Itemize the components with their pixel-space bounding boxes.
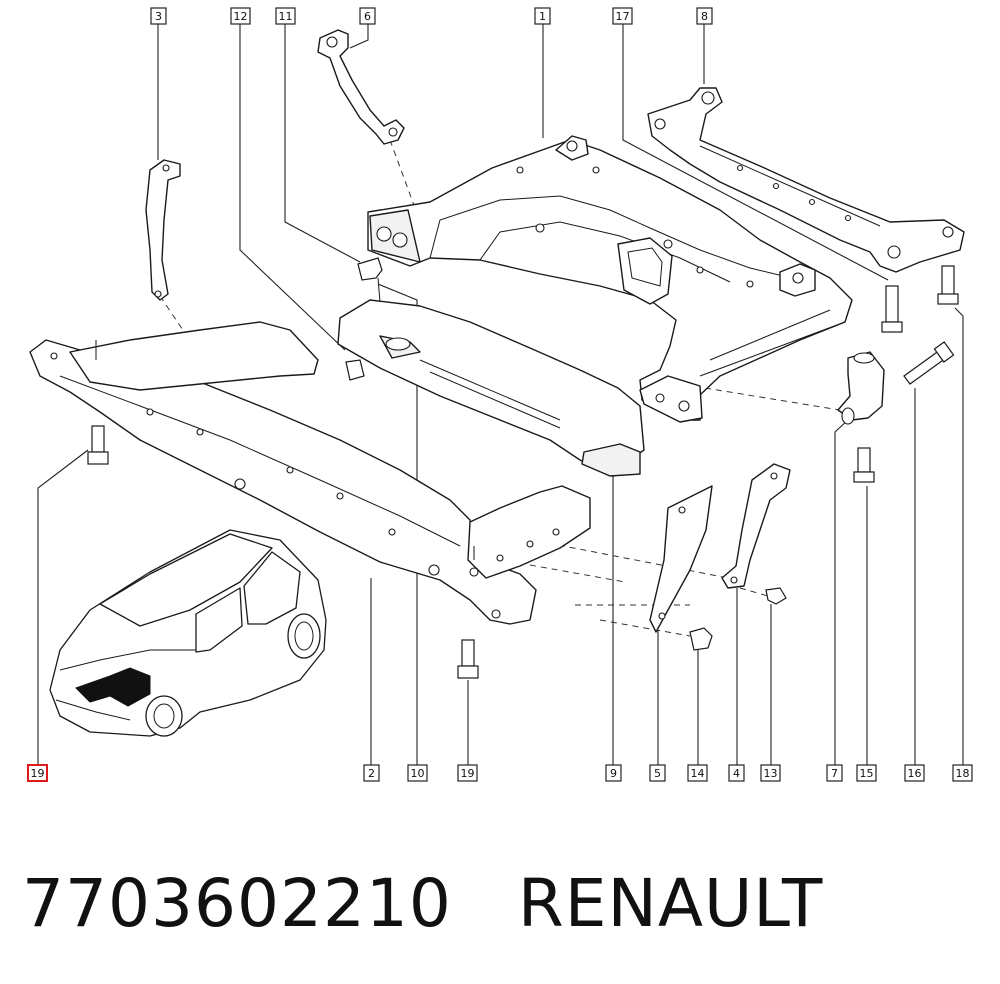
callout-1: 1	[534, 7, 551, 25]
part-6-link-rod	[317, 29, 405, 145]
callout-14: 14	[687, 764, 708, 782]
callout-2: 2	[363, 764, 380, 782]
callout-15: 15	[856, 764, 877, 782]
callout-11: 11	[275, 7, 296, 25]
part-1-subframe	[367, 135, 853, 423]
callouts-bottom: 19 2 10 19 9 5 14 4 13 7 15 16 18	[27, 764, 973, 782]
part-number: 7703602210	[22, 864, 452, 942]
svg-text:15: 15	[860, 767, 874, 780]
caption: 7703602210 RENAULT	[22, 858, 982, 948]
fasteners	[87, 257, 959, 679]
svg-text:1: 1	[539, 10, 546, 23]
part-5-bracket	[649, 485, 713, 633]
part-8-bracket-bar	[647, 87, 965, 273]
callout-12: 12	[230, 7, 251, 25]
svg-text:8: 8	[701, 10, 708, 23]
svg-text:3: 3	[155, 10, 162, 23]
callout-3: 3	[150, 7, 167, 25]
brand-name: RENAULT	[517, 864, 824, 942]
callout-18: 18	[952, 764, 973, 782]
svg-text:7: 7	[831, 767, 838, 780]
svg-text:13: 13	[764, 767, 778, 780]
callout-6: 6	[359, 7, 376, 25]
svg-text:16: 16	[908, 767, 922, 780]
svg-text:17: 17	[616, 10, 630, 23]
car-illustration	[49, 529, 327, 737]
svg-text:10: 10	[411, 767, 425, 780]
part-4-hook-bracket	[721, 463, 791, 589]
part-10-flat-plate	[337, 299, 645, 477]
svg-text:5: 5	[654, 767, 661, 780]
svg-text:12: 12	[234, 10, 248, 23]
svg-text:19: 19	[461, 767, 475, 780]
callout-19-highlighted: 19	[27, 764, 48, 782]
part-7-mount	[837, 351, 885, 425]
svg-text:4: 4	[733, 767, 740, 780]
callout-4: 4	[728, 764, 745, 782]
callout-13: 13	[760, 764, 781, 782]
assembly-dashed-lines	[159, 139, 853, 637]
callout-19: 19	[457, 764, 478, 782]
svg-text:11: 11	[279, 10, 293, 23]
leader-lines	[37, 24, 964, 765]
callout-17: 17	[612, 7, 633, 25]
callout-5: 5	[649, 764, 666, 782]
callout-10: 10	[407, 764, 428, 782]
callout-9: 9	[605, 764, 622, 782]
callouts-top: 3 12 11 6 1 17 8	[150, 7, 713, 25]
svg-text:18: 18	[956, 767, 970, 780]
callout-7: 7	[826, 764, 843, 782]
svg-text:19: 19	[31, 767, 45, 780]
part-3-vertical-bracket	[145, 159, 181, 301]
callout-16: 16	[904, 764, 925, 782]
svg-text:9: 9	[610, 767, 617, 780]
part-2-crossmember	[29, 321, 591, 625]
svg-text:14: 14	[691, 767, 705, 780]
svg-text:2: 2	[368, 767, 375, 780]
callout-8: 8	[696, 7, 713, 25]
svg-text:6: 6	[364, 10, 371, 23]
